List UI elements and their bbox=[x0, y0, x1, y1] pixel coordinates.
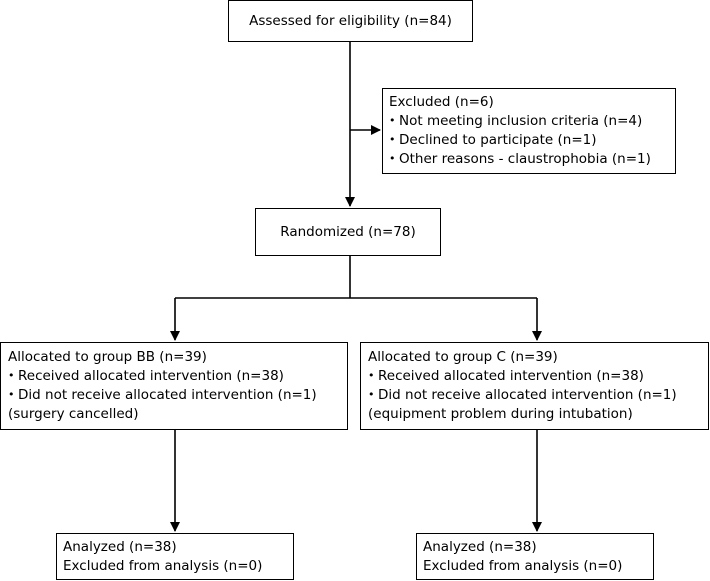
group-c-note: (equipment problem during intubation) bbox=[368, 406, 633, 422]
eligibility-label: Assessed for eligibility (n=84) bbox=[249, 12, 452, 29]
group-c-item-1: Received allocated intervention (n=38) bbox=[368, 367, 708, 386]
analysis-c-box: Analyzed (n=38) Excluded from analysis (… bbox=[416, 533, 654, 580]
analysis-bb-box: Analyzed (n=38) Excluded from analysis (… bbox=[56, 533, 294, 580]
group-c-title: Allocated to group C (n=39) bbox=[368, 349, 558, 365]
analysis-c-excluded: Excluded from analysis (n=0) bbox=[423, 558, 623, 574]
group-bb-item-1: Received allocated intervention (n=38) bbox=[8, 367, 347, 386]
excluded-box: Excluded (n=6) Not meeting inclusion cri… bbox=[382, 88, 676, 174]
group-bb-item-2: Did not receive allocated intervention (… bbox=[8, 386, 347, 405]
eligibility-box: Assessed for eligibility (n=84) bbox=[228, 0, 473, 42]
group-bb-box: Allocated to group BB (n=39) Received al… bbox=[0, 342, 348, 430]
excluded-title: Excluded (n=6) bbox=[389, 94, 494, 110]
group-c-item-2: Did not receive allocated intervention (… bbox=[368, 386, 708, 405]
group-bb-note: (surgery cancelled) bbox=[8, 406, 139, 422]
excluded-reason-2: Declined to participate (n=1) bbox=[389, 131, 675, 150]
randomized-label: Randomized (n=78) bbox=[280, 223, 416, 240]
group-c-box: Allocated to group C (n=39) Received all… bbox=[360, 342, 709, 430]
excluded-reason-3: Other reasons - claustrophobia (n=1) bbox=[389, 150, 675, 169]
analysis-c-analyzed: Analyzed (n=38) bbox=[423, 539, 537, 555]
excluded-reason-1: Not meeting inclusion criteria (n=4) bbox=[389, 112, 675, 131]
analysis-bb-analyzed: Analyzed (n=38) bbox=[63, 539, 177, 555]
analysis-bb-excluded: Excluded from analysis (n=0) bbox=[63, 558, 263, 574]
randomized-box: Randomized (n=78) bbox=[255, 208, 441, 256]
group-bb-title: Allocated to group BB (n=39) bbox=[8, 349, 207, 365]
